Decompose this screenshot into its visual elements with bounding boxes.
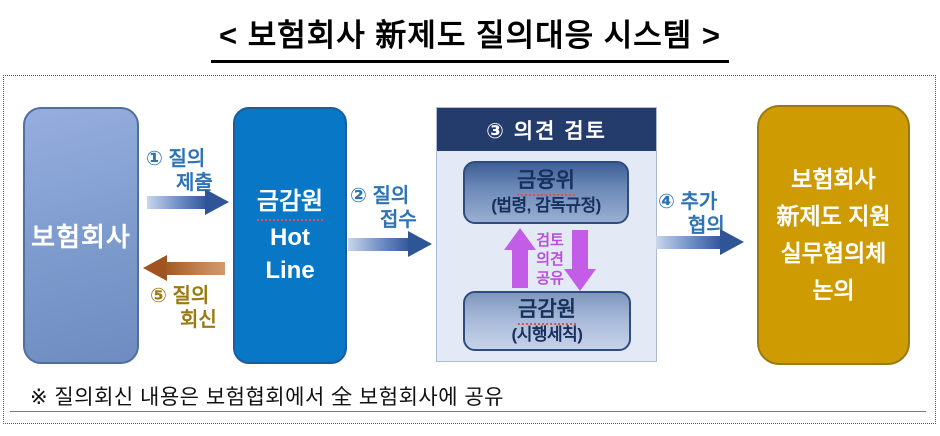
node-insurance-company-label: 보험회사 bbox=[31, 222, 131, 252]
node-fss-rules-line2: (시행세칙) bbox=[511, 324, 583, 344]
exchange-label-line1: 검토 bbox=[536, 232, 564, 249]
arrow1-right-arrowhead bbox=[205, 189, 229, 215]
node-working-council: 보험회사 新제도 지원 실무협의체 논의 bbox=[757, 105, 910, 365]
arrow5-label-line2: 회신 bbox=[180, 309, 217, 331]
arrow2-label-line2: 접수 bbox=[380, 209, 417, 231]
arrow1-label-line2: 제출 bbox=[176, 172, 213, 194]
arrow2-label-line1: ② 질의 bbox=[350, 185, 410, 207]
arrow4-label-line1: ④ 추가 bbox=[658, 191, 718, 213]
arrow4-right-arrow bbox=[656, 236, 720, 249]
arrow1-label-line1: ① 질의 bbox=[146, 148, 206, 170]
exchange-up-arrowhead bbox=[504, 228, 536, 250]
diagram-frame-border bbox=[3, 75, 936, 424]
exchange-label-line2: 의견 bbox=[536, 251, 564, 268]
arrow2-right-arrow bbox=[348, 238, 408, 251]
arrow5-left-arrowhead bbox=[143, 255, 167, 281]
title-row: < 보험회사 新제도 질의대응 시스템 > bbox=[0, 10, 940, 63]
node-working-council-line4: 논의 bbox=[812, 277, 855, 303]
footnote: ※ 질의회신 내용은 보험협회에서 全 보험회사에 공유 bbox=[30, 386, 505, 409]
arrow1-label: ① 질의 제출 bbox=[146, 147, 213, 195]
node-fss-hotline: 금감원 Hot Line bbox=[233, 107, 347, 364]
node-fsc-line1: 금융위 bbox=[517, 169, 575, 196]
panel-opinion-review-title: ③ 의견 검토 bbox=[486, 119, 607, 143]
arrow5-label-line1: ⑤ 질의 bbox=[150, 285, 210, 307]
exchange-label: 검토 의견 공유 bbox=[531, 231, 569, 288]
node-fss-hotline-line3: Line bbox=[265, 256, 315, 284]
arrow4-label: ④ 추가 협의 bbox=[658, 190, 725, 238]
exchange-label-line3: 공유 bbox=[536, 270, 564, 287]
node-fsc: 금융위 (법령, 감독규정) bbox=[463, 161, 629, 224]
node-fss-hotline-line2: Hot bbox=[270, 223, 310, 251]
arrow4-right-arrowhead bbox=[720, 229, 744, 255]
node-fss-rules: 금감원 (시행세칙) bbox=[463, 291, 631, 351]
node-fsc-line2: (법령, 감독규정) bbox=[491, 196, 601, 215]
arrow2-right-arrowhead bbox=[408, 231, 432, 257]
arrow2-label: ② 질의 접수 bbox=[350, 184, 417, 232]
exchange-down-arrow bbox=[572, 230, 588, 270]
node-fss-rules-line1: 금감원 bbox=[518, 298, 576, 325]
arrow1-right-arrow bbox=[147, 196, 205, 209]
note-divider-line bbox=[10, 411, 926, 412]
arrow5-left-arrow bbox=[166, 262, 225, 275]
node-working-council-line1: 보험회사 bbox=[791, 166, 876, 192]
node-working-council-line3: 실무협의체 bbox=[780, 240, 887, 266]
arrow4-label-line2: 협의 bbox=[688, 215, 725, 237]
exchange-up-arrow bbox=[512, 249, 528, 288]
exchange-down-arrowhead bbox=[564, 269, 596, 291]
node-insurance-company: 보험회사 bbox=[23, 107, 139, 364]
panel-opinion-review-header: ③ 의견 검토 bbox=[437, 108, 656, 151]
node-working-council-line2: 新제도 지원 bbox=[776, 203, 891, 229]
arrow5-label: ⑤ 질의 회신 bbox=[150, 284, 217, 332]
figure-title: < 보험회사 新제도 질의대응 시스템 > bbox=[210, 10, 730, 63]
node-fss-hotline-line1: 금감원 bbox=[256, 185, 324, 221]
